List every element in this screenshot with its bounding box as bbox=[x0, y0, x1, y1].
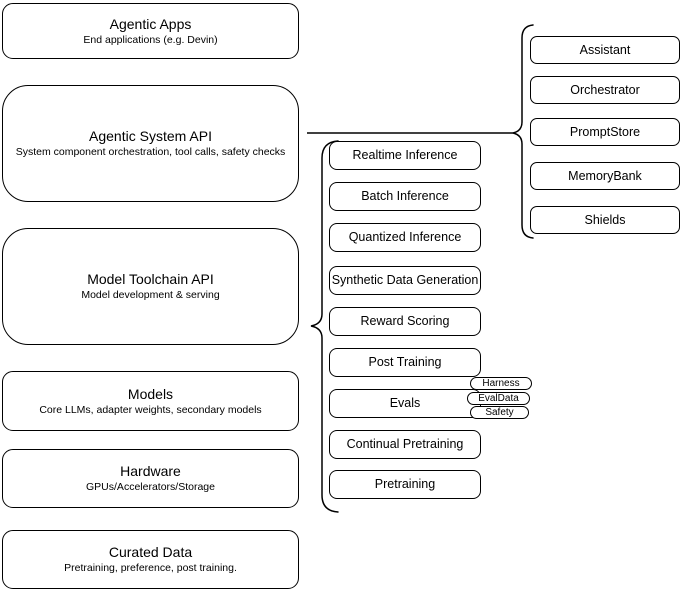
node-reward-scoring: Reward Scoring bbox=[329, 307, 481, 336]
node-synthetic-data-generation: Synthetic Data Generation bbox=[329, 266, 481, 295]
node-evals: Evals bbox=[329, 389, 481, 418]
node-label: Realtime Inference bbox=[352, 148, 458, 162]
node-pretraining: Pretraining bbox=[329, 470, 481, 499]
node-agentic-system-api: Agentic System API System component orch… bbox=[2, 85, 299, 202]
node-label: Quantized Inference bbox=[348, 230, 462, 244]
node-subtitle: GPUs/Accelerators/Storage bbox=[86, 481, 215, 493]
node-model-toolchain-api: Model Toolchain API Model development & … bbox=[2, 228, 299, 345]
node-subtitle: End applications (e.g. Devin) bbox=[83, 33, 218, 46]
node-shields: Shields bbox=[530, 206, 680, 234]
node-realtime-inference: Realtime Inference bbox=[329, 141, 481, 170]
node-label: Reward Scoring bbox=[360, 314, 450, 328]
node-title: Curated Data bbox=[108, 544, 193, 560]
node-subtitle: Core LLMs, adapter weights, secondary mo… bbox=[39, 403, 262, 416]
eval-tag-evaldata: EvalData bbox=[467, 392, 530, 405]
eval-tag-label: EvalData bbox=[478, 393, 519, 404]
node-label: Synthetic Data Generation bbox=[331, 273, 479, 287]
node-label: Orchestrator bbox=[570, 82, 640, 97]
node-title: Models bbox=[127, 385, 174, 402]
node-batch-inference: Batch Inference bbox=[329, 182, 481, 211]
node-subtitle: Pretraining, preference, post training. bbox=[64, 562, 237, 574]
node-curated-data: Curated Data Pretraining, preference, po… bbox=[2, 530, 299, 589]
node-label: MemoryBank bbox=[568, 168, 642, 183]
node-subtitle: Model development & serving bbox=[81, 289, 220, 301]
node-label: PromptStore bbox=[569, 124, 641, 139]
node-memorybank: MemoryBank bbox=[530, 162, 680, 190]
node-subtitle: System component orchestration, tool cal… bbox=[15, 146, 286, 158]
node-label: Evals bbox=[389, 396, 421, 410]
node-assistant: Assistant bbox=[530, 36, 680, 64]
node-label: Batch Inference bbox=[361, 189, 449, 203]
node-title: Model Toolchain API bbox=[87, 271, 214, 287]
node-label: Pretraining bbox=[374, 477, 436, 491]
node-label: Continual Pretraining bbox=[346, 437, 464, 451]
node-label: Assistant bbox=[579, 42, 631, 57]
node-label: Shields bbox=[584, 212, 626, 227]
node-quantized-inference: Quantized Inference bbox=[329, 223, 481, 252]
node-title: Hardware bbox=[120, 463, 181, 479]
eval-tag-label: Harness bbox=[482, 378, 520, 389]
eval-tag-safety: Safety bbox=[470, 406, 529, 419]
node-title: Agentic System API bbox=[89, 128, 212, 144]
node-models: Models Core LLMs, adapter weights, secon… bbox=[2, 371, 299, 431]
node-hardware: Hardware GPUs/Accelerators/Storage bbox=[2, 449, 299, 508]
eval-tag-label: Safety bbox=[485, 407, 514, 418]
node-post-training: Post Training bbox=[329, 348, 481, 377]
eval-tag-harness: Harness bbox=[470, 377, 532, 390]
node-label: Post Training bbox=[368, 355, 442, 369]
node-title: Agentic Apps bbox=[109, 15, 192, 32]
node-agentic-apps: Agentic Apps End applications (e.g. Devi… bbox=[2, 3, 299, 59]
node-continual-pretraining: Continual Pretraining bbox=[329, 430, 481, 459]
node-orchestrator: Orchestrator bbox=[530, 76, 680, 104]
node-promptstore: PromptStore bbox=[530, 118, 680, 146]
